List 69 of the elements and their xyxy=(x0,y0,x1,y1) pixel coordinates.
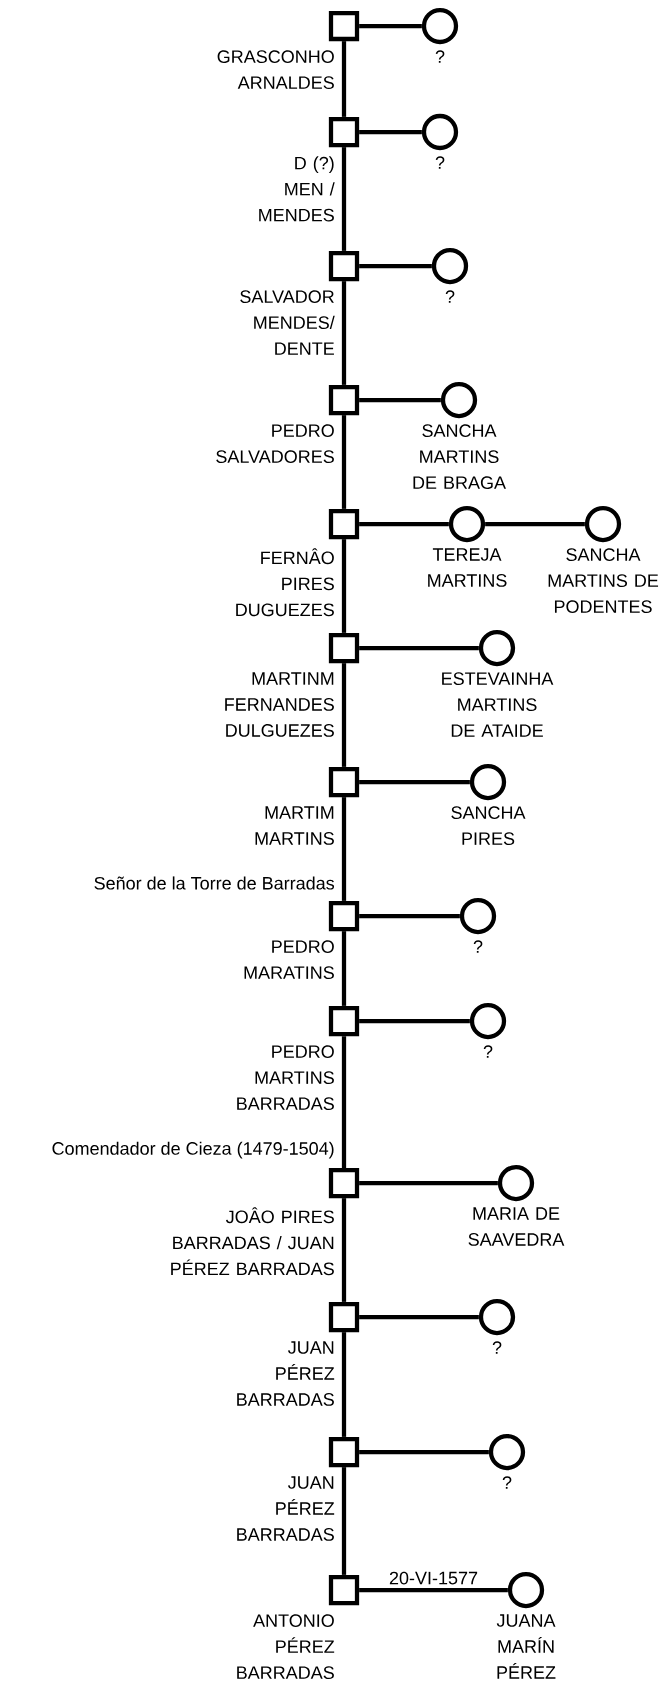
node-label: GRASCONHO ARNALDES xyxy=(217,50,334,90)
node-label: ? xyxy=(502,1476,512,1489)
male-square: PEDRO MARATINS xyxy=(244,900,360,979)
marriage-line xyxy=(359,23,422,29)
marriage-line xyxy=(359,1180,498,1186)
descent-line xyxy=(341,931,347,1006)
node-label: SALVADOR MENDES/ DENTE xyxy=(240,290,335,355)
edge-label: 20-VI-1577 xyxy=(387,1570,480,1586)
node-label: JUAN PÉREZ BARRADAS xyxy=(237,1476,335,1541)
node-label: ? xyxy=(435,156,445,169)
marriage-line xyxy=(359,1018,470,1024)
male-square: SALVADOR MENDES/ DENTE xyxy=(240,250,360,355)
marriage-line xyxy=(359,913,460,919)
male-square: JOÂO PIRES BARRADAS / JUAN PÉREZ BARRADAS xyxy=(171,1167,360,1276)
node-label: JUAN PÉREZ BARRADAS xyxy=(237,1341,335,1406)
male-square: PEDRO MARTINS BARRADAS xyxy=(237,1005,360,1110)
marriage-line xyxy=(485,521,585,527)
node-label: SANCHA MARTINS DE PODENTES xyxy=(548,548,659,614)
node-label: PEDRO MARTINS BARRADAS xyxy=(237,1045,334,1111)
node-label: ? xyxy=(445,290,455,303)
node-label: JUANA MARÍN PÉREZ xyxy=(496,1614,556,1679)
node-label: ? xyxy=(473,940,483,953)
descent-line xyxy=(341,415,347,509)
node-label: SANCHA PIRES xyxy=(451,806,526,846)
node-label: MARTINM FERNANDES DULGUEZES xyxy=(225,672,334,737)
descent-line xyxy=(341,1467,347,1575)
male-square: D (?) MEN / MENDES xyxy=(259,116,360,222)
node-label: JOÂO PIRES BARRADAS / JUAN PÉREZ BARRADAS xyxy=(171,1207,334,1276)
node-label: FERNÂO PIRES DUGUEZES xyxy=(236,548,334,617)
male-square: MARTINM FERNANDES DULGUEZES xyxy=(225,632,360,737)
node-label: TEREJA MARTINS xyxy=(428,548,507,587)
side-note: Comendador de Cieza (1479-1504) xyxy=(52,1141,334,1159)
male-square: ANTONIO PÉREZ BARRADAS xyxy=(237,1574,360,1679)
male-square: GRASCONHO ARNALDES xyxy=(217,10,360,89)
node-label: MARTIM MARTINS xyxy=(255,806,334,845)
male-square: PEDRO SALVADORES xyxy=(216,384,360,463)
male-square: FERNÂO PIRES DUGUEZES xyxy=(236,508,360,617)
node-label: MARIA DE SAAVEDRA xyxy=(468,1207,565,1246)
descent-line xyxy=(341,663,347,767)
node-label: ANTONIO PÉREZ BARRADAS xyxy=(237,1614,335,1680)
node-label: ESTEVAINHA MARTINS DE ATAIDE xyxy=(442,672,554,737)
node-label: D (?) MEN / MENDES xyxy=(259,156,335,222)
descent-line xyxy=(341,147,347,251)
node-label: ? xyxy=(492,1341,502,1354)
node-label: ? xyxy=(435,50,445,63)
marriage-line xyxy=(359,129,422,135)
node-label: ? xyxy=(483,1045,493,1058)
node-label: SANCHA MARTINS DE BRAGA xyxy=(413,424,506,490)
male-square: JUAN PÉREZ BARRADAS xyxy=(237,1301,360,1406)
marriage-line xyxy=(359,1314,479,1320)
side-note: Señor de la Torre de Barradas xyxy=(94,876,335,890)
marriage-line xyxy=(359,779,470,785)
node-label: PEDRO SALVADORES xyxy=(216,424,334,464)
male-square: JUAN PÉREZ BARRADAS xyxy=(237,1436,360,1541)
male-square: MARTIM MARTINS xyxy=(255,766,360,845)
descent-line xyxy=(341,1198,347,1302)
marriage-line xyxy=(359,1449,489,1455)
descent-line xyxy=(341,1332,347,1437)
marriage-line xyxy=(359,397,441,403)
marriage-line xyxy=(359,521,449,527)
descent-line xyxy=(341,539,347,633)
marriage-line xyxy=(359,645,479,651)
descent-line xyxy=(341,797,347,901)
descent-line xyxy=(341,41,347,117)
marriage-line xyxy=(359,1587,508,1593)
descent-line xyxy=(341,1036,347,1168)
node-label: PEDRO MARATINS xyxy=(244,940,334,980)
marriage-line xyxy=(359,263,432,269)
descent-line xyxy=(341,281,347,385)
